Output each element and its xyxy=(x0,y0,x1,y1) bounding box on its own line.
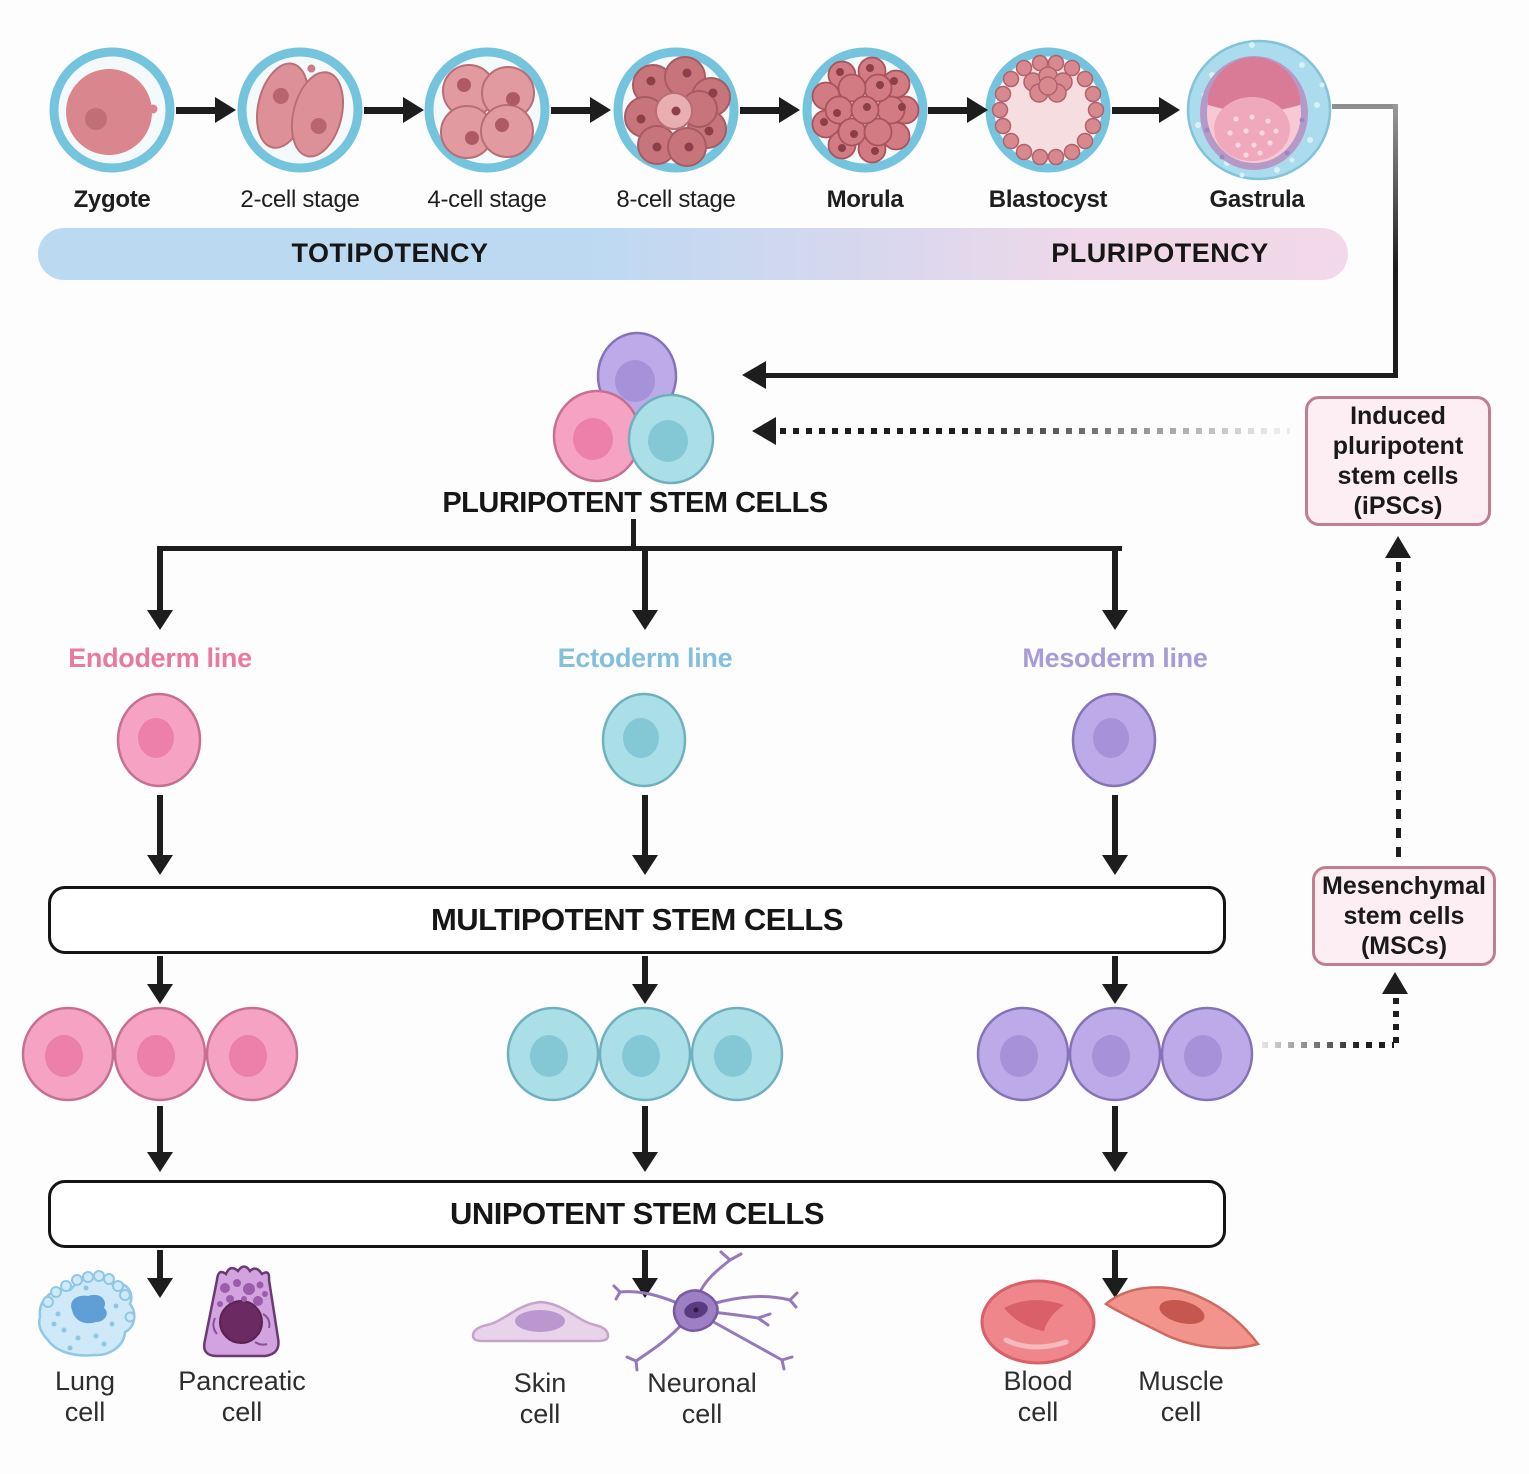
label-line: Muscle xyxy=(1138,1366,1224,1396)
arrow-ectoderm-unipotent xyxy=(632,1106,658,1172)
arrow-morula-blastocyst xyxy=(928,96,988,124)
ipsc-dotted-line xyxy=(780,428,1290,434)
arrow-ectoderm-multipotent xyxy=(632,795,658,875)
endoderm-line-label: Endoderm line xyxy=(68,643,252,673)
potency-gradient-bar xyxy=(38,228,1348,280)
arrow-8cell-morula xyxy=(740,96,800,124)
mesoderm-line-label: Mesoderm line xyxy=(1022,643,1208,673)
stage-gastrula: Gastrula xyxy=(1182,35,1332,214)
arrow-zygote-2cell xyxy=(176,96,236,124)
mesoderm-cell-icon xyxy=(1071,692,1157,788)
totipotency-label: TOTIPOTENCY xyxy=(291,238,489,268)
label-line: Skin xyxy=(513,1368,567,1398)
arrow-blastocyst-gastrula xyxy=(1112,96,1180,124)
label-line: cell xyxy=(64,1397,106,1428)
arrow-to-endoderm xyxy=(147,546,173,630)
pancreatic-cell-label: Pancreatic cell xyxy=(157,1366,327,1428)
arrow-mesoderm-unipotent xyxy=(1102,1106,1128,1172)
mesoderm-multipotent-cells-icon xyxy=(976,1006,1254,1102)
msc-box: Mesenchymal stem cells (MSCs) xyxy=(1312,866,1496,966)
gastrula-icon xyxy=(1186,39,1332,181)
four-cell-icon xyxy=(424,47,550,173)
pluripotent-cells-icon xyxy=(552,331,715,485)
label-line: Pancreatic xyxy=(178,1366,306,1396)
stage-2cell: 2-cell stage xyxy=(225,35,375,214)
stage-label: Morula xyxy=(826,186,904,213)
arrow-to-ectoderm xyxy=(632,546,658,630)
label-line: cell xyxy=(681,1399,723,1430)
morula-icon xyxy=(802,47,928,173)
connector-horizontal-segment xyxy=(766,373,1398,378)
msc-dotted-line-horizontal xyxy=(1262,1042,1394,1048)
lung-cell-label: Lung cell xyxy=(0,1366,170,1428)
multipotent-box: MULTIPOTENT STEM CELLS xyxy=(48,886,1226,954)
lung-cell-icon xyxy=(38,1270,136,1357)
connector-top-segment xyxy=(1332,104,1398,109)
blood-cell-icon xyxy=(980,1279,1096,1365)
arrow-mesoderm-multipotent xyxy=(1102,795,1128,875)
msc-to-ipsc-dashed-line xyxy=(1396,562,1401,864)
ipsc-dotted-arrowhead xyxy=(752,417,776,445)
arrow-endoderm-multipotent xyxy=(147,795,173,875)
pancreatic-cell-icon xyxy=(203,1265,280,1358)
arrow-to-mesoderm xyxy=(1102,546,1128,630)
ectoderm-cell-icon xyxy=(601,692,687,788)
stage-label: Blastocyst xyxy=(988,186,1108,213)
label-line: cell xyxy=(519,1399,561,1430)
unipotent-box: UNIPOTENT STEM CELLS xyxy=(48,1180,1226,1248)
stage-label: 4-cell stage xyxy=(427,186,547,213)
neuronal-cell-icon xyxy=(612,1250,799,1372)
muscle-cell-label: Muscle cell xyxy=(1096,1366,1266,1428)
skin-cell-icon xyxy=(471,1300,610,1343)
connector-vertical-segment xyxy=(1393,104,1398,378)
label-line: Lung xyxy=(54,1366,116,1396)
pluripotency-label: PLURIPOTENCY xyxy=(1051,238,1269,268)
label-line: cell xyxy=(1017,1397,1059,1428)
label-line: cell xyxy=(1160,1397,1202,1428)
stage-label: 2-cell stage xyxy=(240,186,360,213)
arrow-2cell-4cell xyxy=(364,96,424,124)
stage-label: Zygote xyxy=(73,186,151,213)
msc-dotted-arrowhead xyxy=(1382,972,1408,994)
label-line: cell xyxy=(221,1397,263,1428)
arrow-multipotent-endoderm-cells xyxy=(147,956,173,1004)
pluripotent-title: PLURIPOTENT STEM CELLS xyxy=(442,487,828,519)
label-line: Neuronal xyxy=(647,1368,757,1398)
stage-zygote: Zygote xyxy=(37,35,187,214)
zygote-icon xyxy=(49,47,175,173)
ectoderm-multipotent-cells-icon xyxy=(506,1006,784,1102)
muscle-cell-icon xyxy=(1103,1286,1261,1350)
endoderm-cell-icon xyxy=(116,692,202,788)
msc-to-ipsc-arrowhead xyxy=(1385,536,1411,558)
stage-label: 8-cell stage xyxy=(616,186,736,213)
two-cell-icon xyxy=(237,47,363,173)
neuronal-cell-label: Neuronal cell xyxy=(617,1368,787,1430)
eight-cell-icon xyxy=(613,47,739,173)
connector-arrowhead xyxy=(742,361,766,389)
skin-cell-label: Skin cell xyxy=(455,1368,625,1430)
msc-dotted-line-vertical xyxy=(1393,998,1399,1044)
label-line: Blood xyxy=(1003,1366,1073,1396)
ipsc-box: Induced pluripotent stem cells (iPSCs) xyxy=(1305,396,1491,526)
endoderm-multipotent-cells-icon xyxy=(21,1006,299,1102)
arrow-multipotent-mesoderm-cells xyxy=(1102,956,1128,1004)
stage-label: Gastrula xyxy=(1209,186,1305,213)
arrow-4cell-8cell xyxy=(551,96,611,124)
stage-blastocyst: Blastocyst xyxy=(973,35,1123,214)
branch-horizontal-line xyxy=(158,546,1122,551)
stage-8cell: 8-cell stage xyxy=(601,35,751,214)
blastocyst-icon xyxy=(985,47,1111,173)
arrow-endoderm-unipotent xyxy=(147,1106,173,1172)
arrow-unipotent-endoderm-cells xyxy=(147,1250,173,1298)
stage-morula: Morula xyxy=(790,35,940,214)
arrow-multipotent-ectoderm-cells xyxy=(632,956,658,1004)
ectoderm-line-label: Ectoderm line xyxy=(557,643,733,673)
blood-cell-label: Blood cell xyxy=(953,1366,1123,1428)
stage-4cell: 4-cell stage xyxy=(412,35,562,214)
branch-stub xyxy=(631,519,636,549)
